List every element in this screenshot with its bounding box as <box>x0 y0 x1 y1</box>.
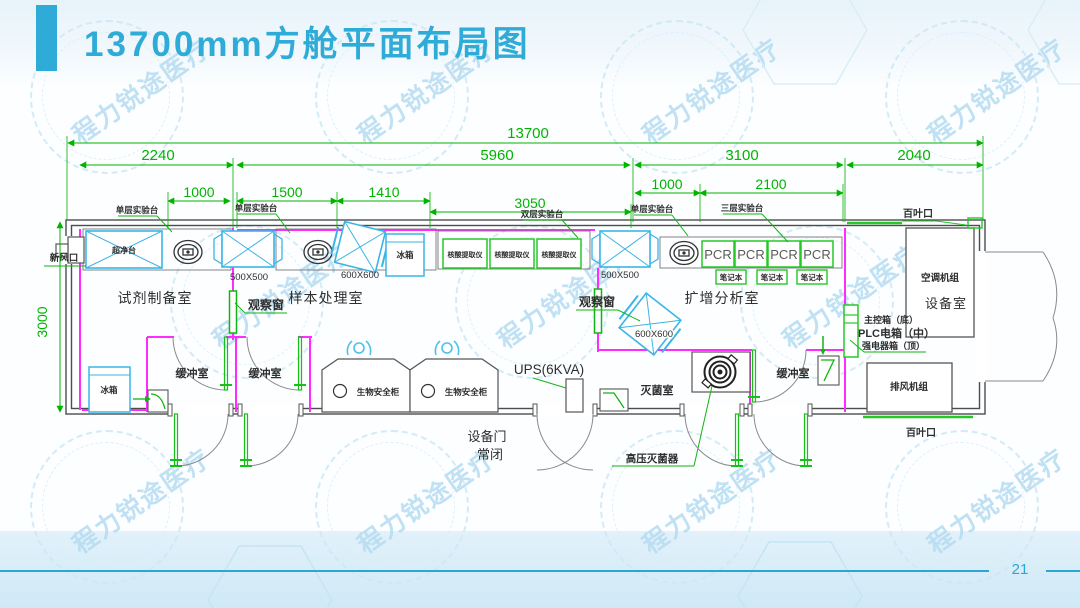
extractor-label: 核酸提取仪 <box>448 250 484 259</box>
ups-label: UPS(6KVA) <box>514 362 584 377</box>
vent-box <box>817 336 840 386</box>
louver-marks <box>847 217 983 419</box>
window-callouts <box>234 302 641 322</box>
ups-unit: UPS(6KVA) <box>514 362 584 413</box>
louver-top-label: 百叶口 <box>903 207 933 220</box>
hexagon-pattern <box>207 0 1080 608</box>
sink-icon <box>303 239 333 265</box>
exhaust-unit-label: 排风机组 <box>890 381 929 393</box>
bench-single-label: 单层实验台 <box>235 203 278 213</box>
electrical-cabinet <box>843 304 926 358</box>
fridge-bottom: 冰箱 <box>88 366 131 413</box>
pcr-label: PCR <box>737 247 764 262</box>
dim-3050: 3050 <box>514 195 545 211</box>
vent-box <box>133 389 169 413</box>
fridge-top: 冰箱 <box>385 233 425 277</box>
bench-callout-lines <box>118 213 789 243</box>
operator-seat-icon <box>346 340 372 356</box>
dim-1000b: 1000 <box>651 176 682 192</box>
extractor-units <box>442 238 582 269</box>
autoclave: 高压灭菌器 <box>612 351 751 467</box>
room-sample: 样本处理室 <box>289 290 364 306</box>
room-buffer: 缓冲室 <box>777 366 810 380</box>
dim-1500: 1500 <box>271 184 302 200</box>
laptop-label: 笔记本 <box>801 272 824 282</box>
pcr-units <box>701 240 834 268</box>
pass-box-500: 500X500 <box>213 230 283 283</box>
window-label: 观察窗 <box>579 294 615 309</box>
observation-window-marks <box>228 288 603 334</box>
laptop-label: 笔记本 <box>720 272 743 282</box>
room-buffer: 缓冲室 <box>176 366 209 380</box>
fridge-label: 冰箱 <box>100 385 118 395</box>
pass-box-500: 500X500 <box>591 230 659 281</box>
room-sterilize: 灭菌室 <box>640 383 674 397</box>
pass-box-500-label: 500X500 <box>601 270 639 281</box>
sink-icon <box>173 239 203 265</box>
biosafety-cabinet: 生物安全柜 <box>321 340 411 413</box>
dim-3000: 3000 <box>34 306 50 337</box>
louver-bottom-label: 百叶口 <box>906 426 936 439</box>
door-leaves <box>170 336 812 467</box>
pcr-label: PCR <box>704 247 731 262</box>
door-arcs <box>172 251 1058 471</box>
pass-box-600-diagonal: 600X600 <box>617 291 683 357</box>
operator-seat-icon <box>434 340 460 356</box>
bench-double-label: 双层实验台 <box>521 209 564 219</box>
dim-1410: 1410 <box>368 184 399 200</box>
page-number: 21 <box>1011 561 1029 578</box>
bench-single-label: 单层实验台 <box>116 205 159 215</box>
top-band <box>0 0 1080 86</box>
sink-icon <box>669 240 699 266</box>
room-reagent: 试剂制备室 <box>118 290 193 306</box>
pcr-label: PCR <box>770 247 797 262</box>
fresh-air-label: 新风口 <box>50 252 79 264</box>
window-label: 观察窗 <box>248 297 284 312</box>
page-title: 13700mm方舱平面布局图 <box>84 25 531 64</box>
dim-2100: 2100 <box>755 176 786 192</box>
exhaust-unit-box: 排风机组 <box>866 362 953 413</box>
room-equipment: 设备室 <box>925 296 967 311</box>
plc-box-label: PLC电箱（中） <box>858 326 935 340</box>
pass-box-600-label: 600X600 <box>341 270 379 281</box>
title-accent-bar <box>36 5 57 71</box>
equip-door-label-1: 设备门 <box>467 429 506 444</box>
autoclave-label: 高压灭菌器 <box>626 452 679 465</box>
pass-box-600-label: 600X600 <box>635 329 673 340</box>
biosafety-label: 生物安全柜 <box>357 387 400 397</box>
dim-5960: 5960 <box>480 147 513 164</box>
laptop-units <box>715 269 828 285</box>
footer-rule-right <box>1046 570 1080 572</box>
room-buffer: 缓冲室 <box>249 366 282 380</box>
dim-2240: 2240 <box>141 147 174 164</box>
laptop-label: 笔记本 <box>761 272 784 282</box>
power-box-label: 强电器箱（顶） <box>862 340 925 351</box>
extractor-label: 核酸提取仪 <box>542 250 578 259</box>
door-jambs <box>167 403 813 417</box>
dim-3100: 3100 <box>725 147 758 164</box>
pass-box-500-label: 500X500 <box>230 272 268 283</box>
clean-bench: 超净台 <box>85 230 163 269</box>
equip-door-label-2: 常闭 <box>477 447 503 462</box>
bench-single-label: 单层实验台 <box>631 204 674 214</box>
biosafety-label: 生物安全柜 <box>445 387 488 397</box>
room-amplify: 扩增分析室 <box>685 290 760 306</box>
pcr-label: PCR <box>803 247 830 262</box>
dim-1000: 1000 <box>183 184 214 200</box>
vent-box <box>599 388 629 412</box>
ac-unit-label: 空调机组 <box>921 272 960 284</box>
dim-2040: 2040 <box>897 147 930 164</box>
extractor-label: 核酸提取仪 <box>495 250 531 259</box>
dimension-lines <box>56 136 984 413</box>
ctrl-box-label: 主控箱（底） <box>864 314 918 325</box>
ac-unit-box: 空调机组 <box>905 227 975 338</box>
fridge-label: 冰箱 <box>396 250 414 260</box>
bench-triple-label: 三层实验台 <box>721 203 764 213</box>
biosafety-cabinet: 生物安全柜 <box>409 340 499 413</box>
footer-rule-left <box>0 570 989 572</box>
clean-bench-label: 超净台 <box>111 245 136 255</box>
pass-box-600: 600X600 <box>330 220 390 281</box>
dim-total: 13700 <box>507 125 549 142</box>
